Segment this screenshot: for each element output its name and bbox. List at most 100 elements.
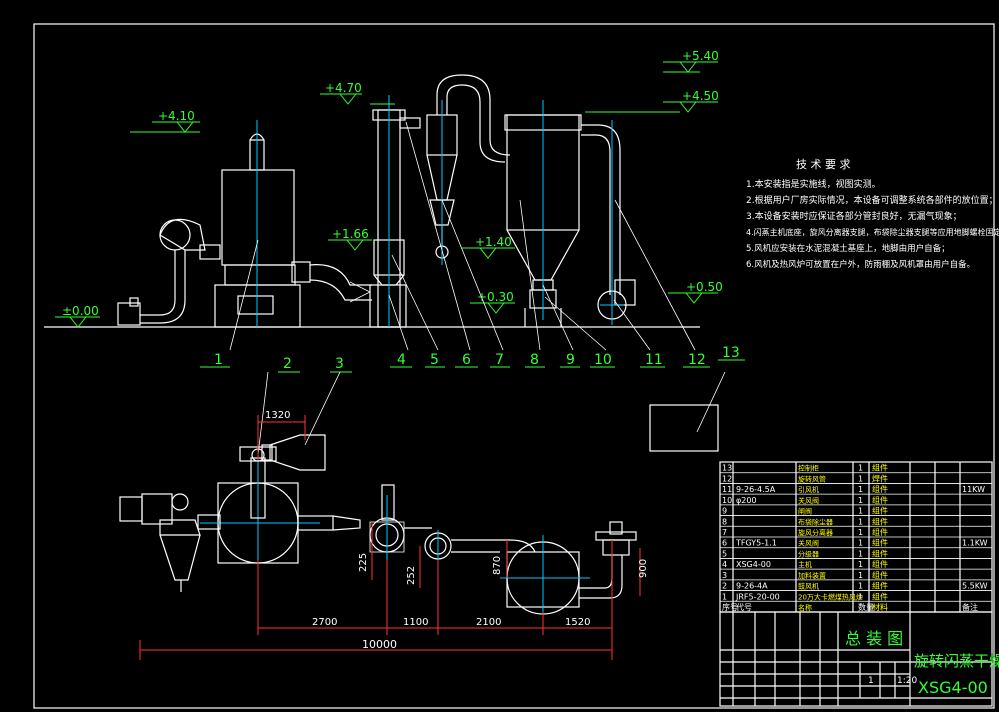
bom-cell-name: 加料装置 [798, 571, 826, 580]
dim-label: 252 [406, 566, 417, 585]
plan-blower [119, 493, 221, 592]
drawing-frame [33, 23, 995, 709]
note-item: 5.风机应安装在水泥混凝土基座上，地脚由用户自备； [746, 243, 950, 254]
dim-label: 1100 [403, 617, 428, 628]
part-number: 1 [214, 352, 223, 368]
elev-label: +4.10 [158, 109, 195, 123]
bom-cell-code: 9-26-4.5A [736, 485, 776, 494]
part-number: 2 [283, 356, 292, 372]
control-cabinet [649, 404, 719, 452]
plan-induced-fan [579, 521, 637, 599]
bom-cell-no: 1 [722, 592, 727, 601]
bom-cell-qty: 1 [858, 560, 863, 569]
part-number: 3 [335, 356, 344, 372]
elev-label: +0.50 [686, 280, 723, 294]
bom-cell-name: 闸阀 [798, 507, 812, 516]
bom-cell-qty: 1 [858, 507, 863, 516]
bom-cell-name: 主机 [798, 560, 812, 569]
bom-cell-mat: 组件 [872, 538, 888, 548]
bom-cell-no: 2 [722, 582, 727, 591]
plan-feeder [261, 434, 326, 471]
part-number: 5 [430, 352, 439, 368]
elevation-labels: +5.40 +4.70 +4.50 +4.10 +1.66 +1.40 +0.5… [62, 49, 723, 318]
bom-cell-qty: 1 [858, 571, 863, 580]
drawing-number: XSG4-00 [918, 678, 988, 697]
part-number: 13 [722, 345, 740, 361]
dimension-lines [139, 415, 641, 660]
part-number: 6 [462, 352, 471, 368]
bom-cell-no: 6 [722, 539, 727, 548]
notes-heading: 技 术 要 求 [796, 158, 851, 171]
hot-air-furnace [214, 120, 301, 328]
bom-cell-mat: 组件 [872, 516, 888, 526]
note-item: 4.闪蒸主机底座，旋风分离器支腿，布袋除尘器支腿等应用地脚螺栓固定； [746, 227, 999, 237]
leader-lines [200, 121, 745, 456]
bom-cell-name: 引风机 [798, 485, 819, 494]
bom-cell-no: 11 [722, 485, 732, 494]
dim-label: 225 [358, 553, 369, 572]
dim-label: 2700 [312, 617, 337, 628]
bom-cell-no: 8 [722, 517, 727, 526]
technical-notes: 技 术 要 求 1.本安装指是实施线，视图实测。 2.根据用户厂房实际情况，本设… [746, 158, 999, 270]
plan-cyclone [404, 527, 536, 630]
bom-cell-mat: 组件 [872, 581, 888, 591]
bom-cell-code: TFGY5-1.1 [735, 539, 777, 548]
bom-cell-qty: 1 [858, 496, 863, 505]
part-number: 11 [645, 352, 663, 368]
elev-label: +5.40 [682, 49, 719, 63]
bom-cell-name: 名称 [798, 603, 812, 612]
dim-label: 900 [638, 559, 649, 578]
bom-cell-mat: 组件 [872, 548, 888, 558]
note-item: 6.风机及热风炉可放置在户外，防雨棚及风机罩由用户自备。 [746, 259, 975, 270]
bag-filter [504, 100, 582, 327]
elev-markers [55, 61, 718, 328]
sheet-count: 1 [868, 676, 874, 686]
dim-label: 1520 [565, 617, 590, 628]
bom-cell-no: 9 [722, 507, 727, 516]
bom-cell-name: 旋风分离器 [798, 528, 833, 537]
part-number: 8 [530, 352, 539, 368]
part-number-labels: 1 2 3 4 5 6 7 8 9 10 11 12 13 [214, 345, 740, 372]
bom-cell-name: 关风阀 [798, 539, 819, 548]
elev-label: +0.30 [477, 290, 514, 304]
flash-dryer-main [369, 95, 421, 328]
blower-fan [117, 218, 221, 326]
bom-cell-note: 备注 [962, 602, 978, 612]
bom-cell-name: 关风阀 [798, 496, 819, 505]
dim-label: 870 [492, 556, 503, 575]
bom-cell-no: 序号 [722, 602, 738, 612]
bom-cell-no: 10 [722, 496, 732, 505]
bom-cell-code: XSG4-00 [736, 560, 771, 569]
part-number: 9 [566, 352, 575, 368]
elev-label: +1.66 [332, 227, 369, 241]
plan-bag-filter [500, 535, 590, 630]
bom-cell-mat: 组件 [872, 484, 888, 494]
drawing-title: 总 装 图 [845, 629, 903, 648]
part-number: 4 [397, 352, 406, 368]
dimension-labels: 1320 225 252 870 900 2700 1100 2100 1520… [265, 410, 649, 651]
bom-cell-qty: 1 [858, 485, 863, 494]
bom-cell-code: 9-26-4A [736, 582, 768, 591]
bom-cell-mat: 焊件 [872, 473, 888, 483]
bom-cell-qty: 1 [858, 592, 863, 601]
bom-cell-note: 1.1KW [962, 539, 988, 548]
bom-cell-name: 旋转风管 [798, 474, 826, 483]
bom-cell-no: 7 [722, 528, 727, 537]
bom-cell-qty: 1 [858, 539, 863, 548]
elev-label: +4.70 [325, 81, 362, 95]
elev-label: +1.40 [475, 235, 512, 249]
title-block [719, 611, 993, 707]
plan-furnace [200, 446, 320, 570]
bom-cell-name: 控制柜 [798, 464, 819, 473]
bom-cell-mat: 组件 [872, 463, 888, 473]
bom-cell-mat: 组件 [872, 506, 888, 516]
bom-cell-name: 分级器 [798, 549, 819, 558]
bom-cell-no: 13 [722, 464, 732, 473]
bom-cell-mat: 组件 [872, 527, 888, 537]
cyclone-separator [426, 74, 511, 265]
bom-cell-qty: 1 [858, 582, 863, 591]
part-number: 12 [688, 352, 706, 368]
part-number: 7 [495, 352, 504, 368]
bom-cell-name: 布袋除尘器 [798, 517, 833, 526]
